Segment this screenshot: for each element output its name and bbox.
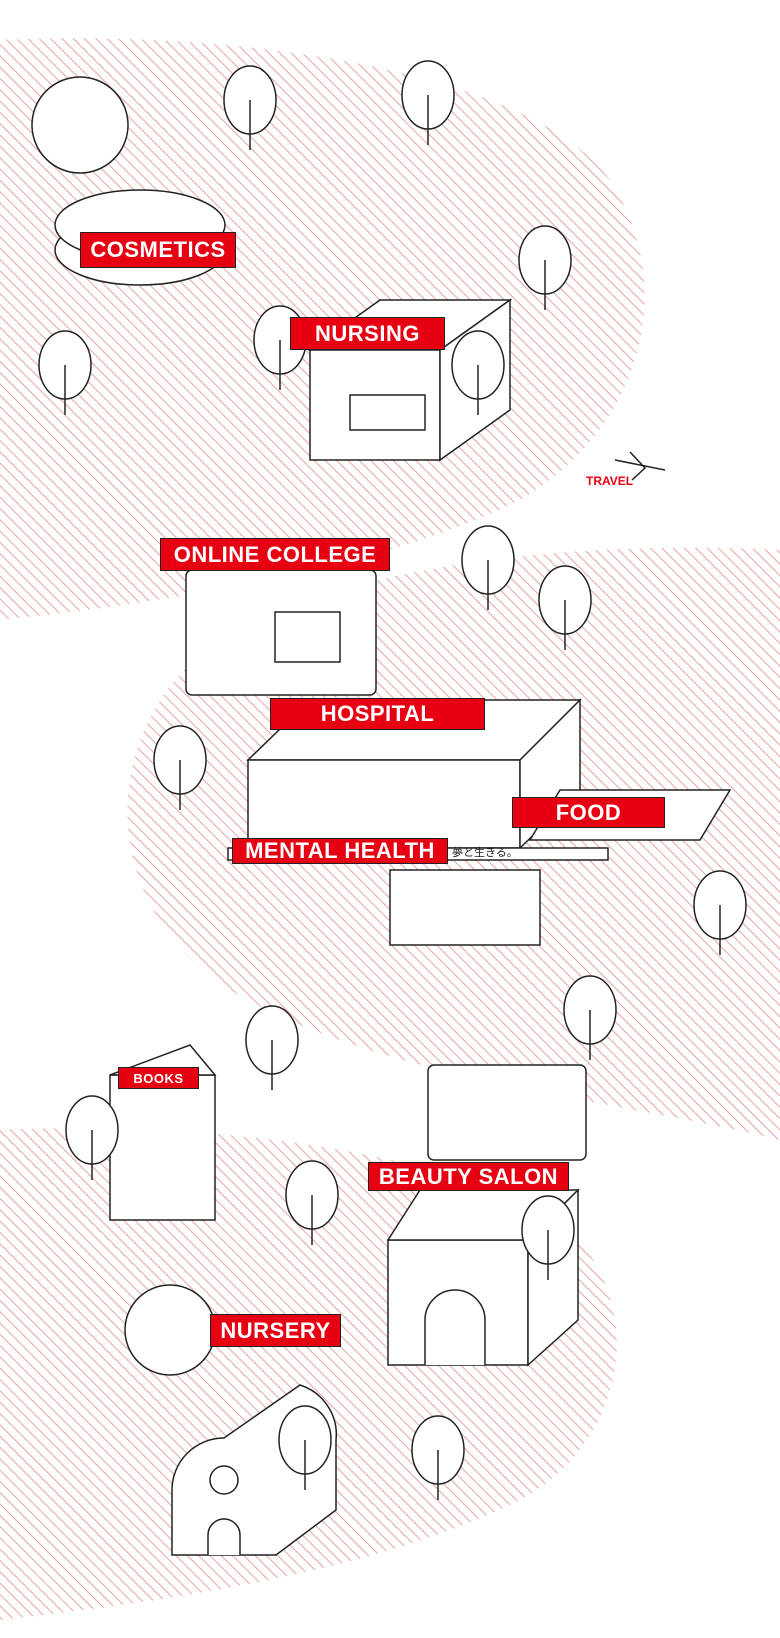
tree-icon (518, 225, 572, 310)
trees (38, 60, 747, 1500)
tree-icon (223, 65, 277, 150)
tree-icon (401, 60, 455, 145)
tree-icon (451, 330, 505, 415)
label-travel[interactable]: TRAVEL (586, 474, 634, 488)
tree-icon (65, 1095, 119, 1180)
tree-icon (693, 870, 747, 955)
tree-icon (563, 975, 617, 1060)
label-hospital[interactable]: HOSPITAL (270, 698, 485, 730)
label-nursery[interactable]: NURSERY (210, 1314, 341, 1347)
label-online-college[interactable]: ONLINE COLLEGE (160, 538, 390, 571)
airplane-icon (614, 451, 666, 481)
tree-icon (38, 330, 92, 415)
books-book (109, 1074, 216, 1221)
tree-icon (285, 1160, 339, 1245)
speech-bubble (31, 76, 129, 174)
tree-icon (538, 565, 592, 650)
label-books[interactable]: BOOKS (118, 1067, 199, 1089)
label-beauty-salon[interactable]: BEAUTY SALON (368, 1162, 569, 1191)
tree-icon (153, 725, 207, 810)
tree-icon (521, 1195, 575, 1280)
label-cosmetics[interactable]: COSMETICS (80, 232, 236, 268)
label-food[interactable]: FOOD (512, 797, 665, 828)
label-mental-health[interactable]: MENTAL HEALTH (232, 838, 448, 864)
tree-icon (461, 525, 515, 610)
nursery-bubble (124, 1284, 216, 1376)
tree-icon (411, 1415, 465, 1500)
mental-health-sign: 夢と生きる。 (452, 846, 518, 859)
tree-icon (278, 1405, 332, 1490)
label-nursing[interactable]: NURSING (290, 317, 445, 350)
tree-icon (245, 1005, 299, 1090)
beauty-salon-bubble (427, 1064, 587, 1161)
